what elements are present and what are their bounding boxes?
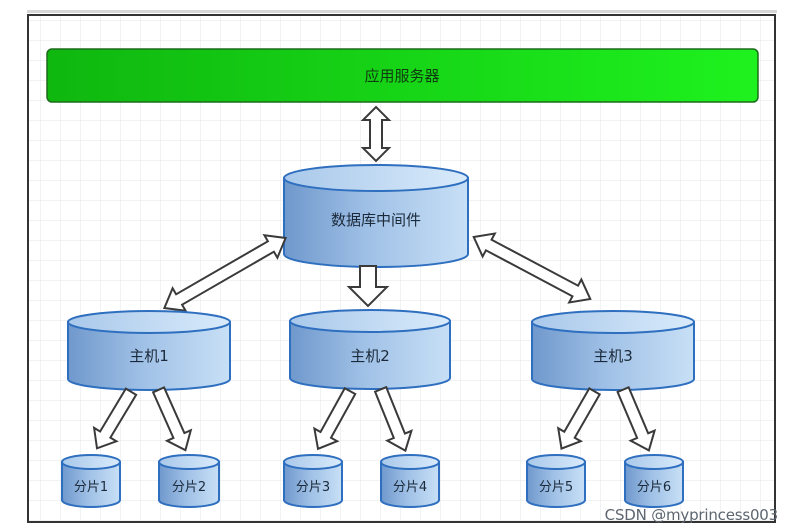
shard-cylinder-5: 分片5: [526, 454, 586, 508]
watermark-text: CSDN @myprincess003: [604, 506, 779, 524]
shard-label: 分片6: [637, 480, 671, 495]
arrow-host1-to-shard2: [151, 386, 193, 452]
top-border-strip: [27, 10, 777, 13]
shard-cylinder-6: 分片6: [624, 454, 684, 508]
middleware-cylinder: 数据库中间件: [283, 164, 469, 268]
app-server-box: 应用服务器: [46, 48, 759, 103]
shard-cylinder-3: 分片3: [283, 454, 343, 508]
app-server-label: 应用服务器: [364, 67, 439, 85]
shard-label: 分片2: [172, 480, 206, 495]
arrow-host3-to-shard6: [616, 385, 657, 452]
host-cylinder-1: 主机1: [67, 310, 231, 391]
arrow-host1-to-shard1: [92, 387, 138, 450]
shard-label: 分片4: [393, 480, 427, 495]
shard-cylinder-2: 分片2: [158, 454, 220, 508]
arrow-app-to-middleware: [360, 105, 392, 163]
shard-cylinder-4: 分片4: [380, 454, 440, 508]
host-label: 主机2: [350, 347, 390, 365]
shard-cylinder-1: 分片1: [61, 454, 121, 508]
shard-label: 分片1: [74, 480, 108, 495]
host-label: 主机1: [129, 347, 169, 365]
middleware-label: 数据库中间件: [331, 211, 421, 229]
host-label: 主机3: [593, 347, 633, 365]
arrow-host2-to-shard4: [373, 385, 413, 453]
arrow-host2-to-shard3: [313, 386, 357, 451]
shard-label: 分片5: [539, 480, 573, 495]
arrow-middleware-to-host2: [346, 265, 390, 308]
host-cylinder-3: 主机3: [531, 310, 695, 391]
arrow-middleware-to-host3: [472, 232, 592, 304]
host-cylinder-2: 主机2: [289, 309, 451, 390]
arrow-host3-to-shard5: [556, 387, 602, 450]
arrow-middleware-to-host1: [162, 233, 288, 313]
shard-label: 分片3: [296, 480, 330, 495]
